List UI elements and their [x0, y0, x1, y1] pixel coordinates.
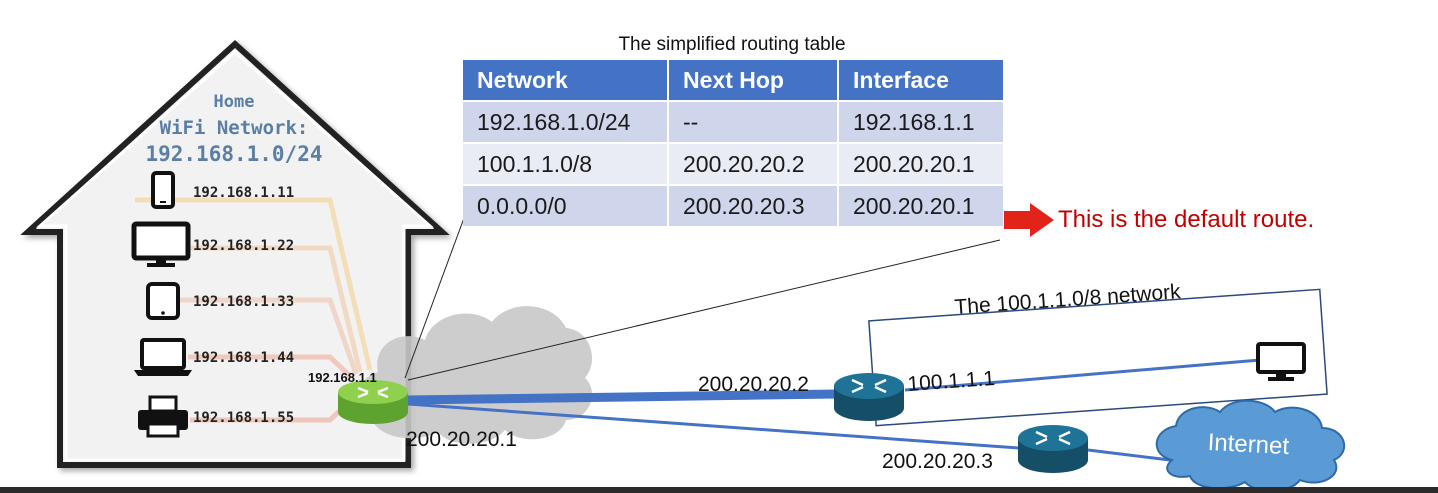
arrow-right-icon: [1004, 203, 1054, 237]
table-row: 0.0.0.0/0 200.20.20.3 200.20.20.1: [463, 186, 1003, 228]
router-3-ip: 200.20.20.3: [882, 450, 993, 473]
table-cell: 200.20.20.1: [839, 186, 1003, 228]
monitor-icon: [131, 221, 191, 267]
callout-lines: [404, 217, 1001, 381]
table-cell: 192.168.1.1: [839, 102, 1003, 144]
device-ip-label: 192.168.1.22: [193, 238, 294, 254]
table-row: 192.168.1.0/24 -- 192.168.1.1: [463, 102, 1003, 144]
house-title: Home WiFi Network: 192.168.1.0/24: [145, 92, 322, 166]
printer-icon: [138, 395, 188, 438]
column-header-interface: Interface: [839, 60, 1003, 102]
router-3-icon: [1018, 425, 1088, 473]
remote-network-label: The 100.1.1.0/8 network: [954, 280, 1182, 319]
smartphone-icon: [151, 171, 175, 209]
table-cell: 200.20.20.2: [669, 144, 839, 186]
device-ip-label: 192.168.1.44: [193, 350, 294, 366]
routing-table: Network Next Hop Interface 192.168.1.0/2…: [463, 60, 1003, 228]
router-2-icon: [834, 373, 904, 421]
remote-gateway-ip: 100.1.1.1: [907, 367, 996, 396]
home-router-icon: [338, 380, 408, 424]
column-header-network: Network: [463, 60, 669, 102]
remote-monitor-icon: [1256, 342, 1306, 381]
house-title-line1: Home: [214, 92, 255, 112]
table-row: 100.1.1.0/8 200.20.20.2 200.20.20.1: [463, 144, 1003, 186]
device-ip-label: 192.168.1.33: [193, 294, 294, 310]
house-title-line3: 192.168.1.0/24: [145, 142, 322, 166]
lan-cloud: [357, 306, 593, 444]
network-links: [407, 358, 1261, 462]
home-router-wan-ip: 200.20.20.1: [406, 428, 517, 451]
internet-label: Internet: [1207, 429, 1290, 460]
table-cell: 192.168.1.0/24: [463, 102, 669, 144]
laptop-icon: [134, 338, 192, 376]
router-lan-ip: 192.168.1.1: [308, 370, 377, 385]
table-cell: 0.0.0.0/0: [463, 186, 669, 228]
device-ip-label: 192.168.1.55: [193, 410, 294, 426]
table-cell: 200.20.20.1: [839, 144, 1003, 186]
table-cell: 200.20.20.3: [669, 186, 839, 228]
table-cell: --: [669, 102, 839, 144]
routing-table-caption: The simplified routing table: [618, 34, 846, 55]
house-title-line2: WiFi Network:: [160, 117, 309, 139]
device-ip-label: 192.168.1.11: [193, 185, 294, 201]
bottom-bar: [0, 487, 1438, 493]
table-cell: 100.1.1.0/8: [463, 144, 669, 186]
tablet-icon: [146, 282, 180, 320]
router-2-ip: 200.20.20.2: [698, 373, 809, 396]
table-header-row: Network Next Hop Interface: [463, 60, 1003, 102]
column-header-next-hop: Next Hop: [669, 60, 839, 102]
default-route-note: This is the default route.: [1058, 206, 1314, 233]
